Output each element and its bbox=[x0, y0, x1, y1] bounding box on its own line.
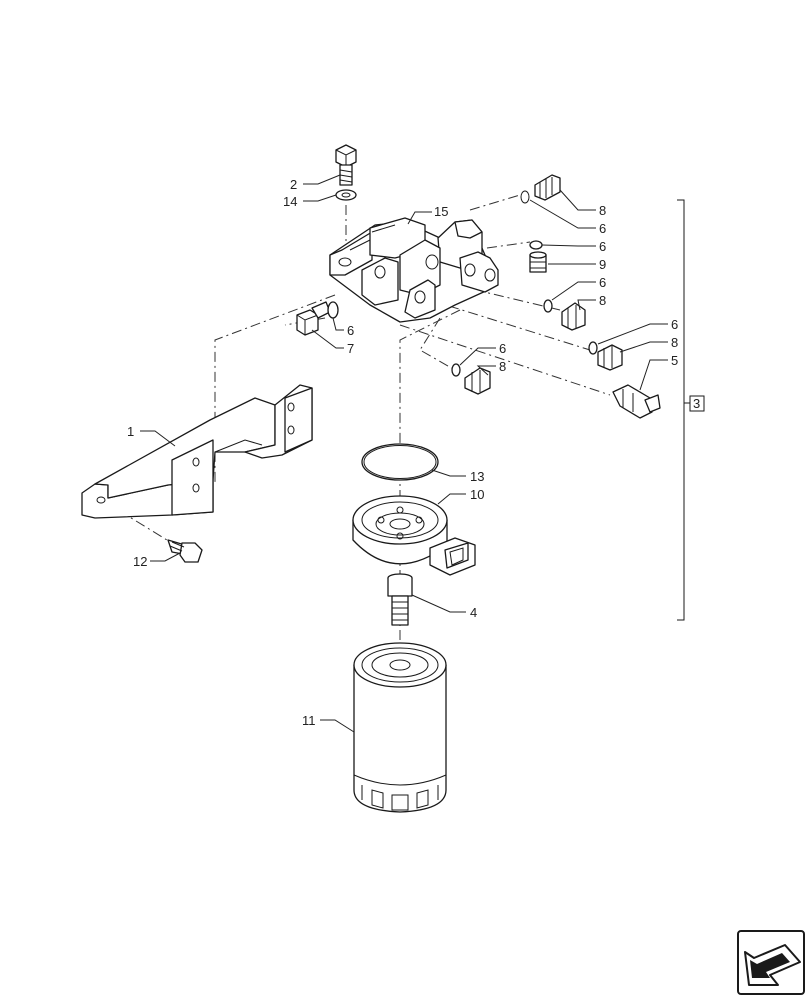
callout-13: 13 bbox=[470, 469, 484, 484]
callout-4: 4 bbox=[470, 605, 477, 620]
callout-14: 14 bbox=[283, 194, 297, 209]
pressure-switch bbox=[612, 384, 661, 419]
valve-9 bbox=[529, 251, 547, 273]
plug-left bbox=[296, 301, 339, 336]
hex-bolt-bracket bbox=[167, 539, 203, 563]
callout-10: 10 bbox=[470, 487, 484, 502]
callout-8: 8 bbox=[599, 293, 606, 308]
callout-6: 6 bbox=[599, 221, 606, 236]
fitting-top-right bbox=[520, 174, 561, 204]
callout-1: 1 bbox=[127, 424, 134, 439]
callout-7: 7 bbox=[347, 341, 354, 356]
callout-12: 12 bbox=[133, 554, 147, 569]
callout-8: 8 bbox=[671, 335, 678, 350]
callout-labels: 2 14 15 8 6 6 9 6 8 6 8 5 6 8 6 7 1 12 1… bbox=[127, 177, 700, 728]
callout-8: 8 bbox=[599, 203, 606, 218]
callout-6: 6 bbox=[599, 275, 606, 290]
fitting-lower-right bbox=[588, 341, 623, 371]
washer bbox=[335, 189, 357, 201]
leader-lines bbox=[140, 174, 668, 733]
callout-6: 6 bbox=[599, 239, 606, 254]
callout-8: 8 bbox=[499, 359, 506, 374]
fitting-mid-right bbox=[543, 299, 586, 331]
hex-bolt-top bbox=[335, 144, 357, 186]
callout-9: 9 bbox=[599, 257, 606, 272]
mounting-bracket bbox=[81, 384, 313, 519]
threaded-nipple bbox=[387, 573, 413, 626]
oil-filter bbox=[353, 642, 447, 813]
callout-5: 5 bbox=[671, 353, 678, 368]
filter-adapter bbox=[352, 495, 476, 576]
callout-6: 6 bbox=[499, 341, 506, 356]
callout-6: 6 bbox=[347, 323, 354, 338]
callout-3: 3 bbox=[693, 396, 700, 411]
next-page-arrow-icon[interactable] bbox=[737, 930, 805, 995]
group-bracket bbox=[677, 199, 705, 621]
fitting-lower-center bbox=[451, 363, 491, 395]
o-ring-upper bbox=[529, 240, 543, 250]
callout-2: 2 bbox=[290, 177, 297, 192]
seal-ring bbox=[361, 443, 439, 481]
filter-head bbox=[329, 217, 499, 323]
assembly-center-lines bbox=[101, 194, 611, 670]
callout-6: 6 bbox=[671, 317, 678, 332]
callout-15: 15 bbox=[434, 204, 448, 219]
callout-11: 11 bbox=[302, 713, 316, 728]
